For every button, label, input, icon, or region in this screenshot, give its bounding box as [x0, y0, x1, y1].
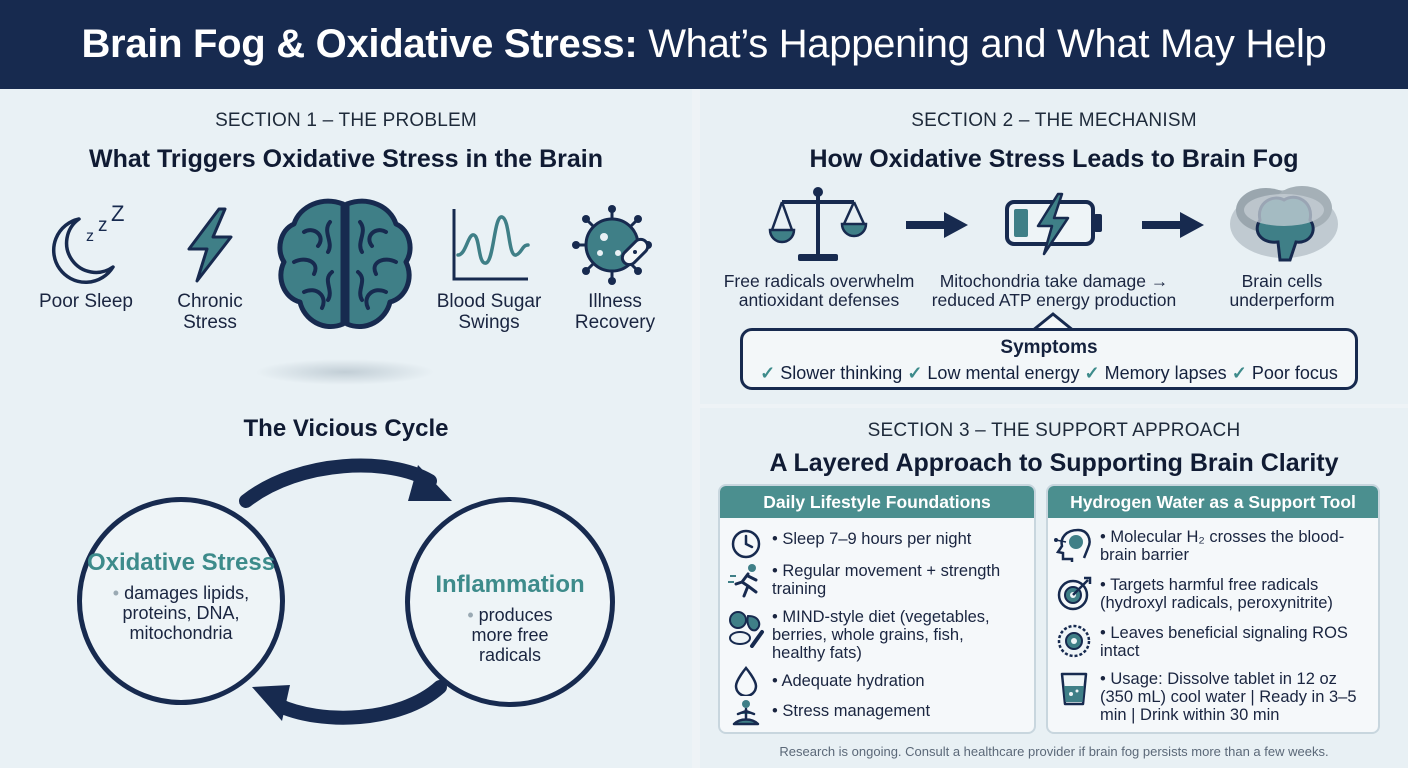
hydrogen-item-text: Leaves beneficial signaling ROS intact [1100, 624, 1348, 660]
trigger-label: Blood Sugar Swings [436, 291, 542, 333]
svg-text:z: z [86, 228, 94, 245]
symptom-item: Low mental energy [927, 363, 1080, 383]
cycle-oxidative-stress: Oxidative Stress • damages lipids, prote… [77, 497, 285, 705]
brain-icon [277, 198, 413, 329]
running-icon [728, 564, 758, 598]
arrow-right-icon [1142, 212, 1204, 238]
hydrogen-item-text: Molecular H₂ crosses the blood-brain bar… [1100, 528, 1345, 564]
lifestyle-item: • Sleep 7–9 hours per night [720, 528, 971, 560]
cycle-node-desc-wrap: • damages lipids, proteins, DNA, mitocho… [112, 583, 250, 643]
cycle-node-desc: damages lipids, proteins, DNA, mitochond… [122, 583, 250, 643]
lifestyle-item-text: Sleep 7–9 hours per night [782, 530, 972, 548]
food-icon [729, 611, 764, 648]
lifestyle-item-text: Adequate hydration [781, 672, 925, 690]
arrow-head-bottom [252, 685, 290, 721]
cell-icon [1057, 624, 1091, 658]
symptoms-list: ✓ Slower thinking ✓ Low mental energy ✓ … [743, 363, 1355, 384]
lifestyle-box-title: Daily Lifestyle Foundations [720, 486, 1034, 518]
trigger-chronic-stress: Chronic Stress [150, 205, 270, 333]
hydrogen-item-text: Targets harmful free radicals (hydroxyl … [1100, 576, 1333, 612]
cycle-node-title: Oxidative Stress [86, 549, 276, 576]
trigger-label: Chronic Stress [177, 291, 243, 333]
arrow-right-icon [906, 212, 968, 238]
brain-graphic [270, 192, 420, 347]
section-2-label: SECTION 2 – THE MECHANISM [911, 110, 1197, 131]
virus-bandage-icon [572, 205, 652, 285]
trigger-label: Poor Sleep [38, 291, 133, 312]
hydrogen-box: Hydrogen Water as a Support Tool • Molec… [1046, 484, 1380, 734]
section-3-label: SECTION 3 – THE SUPPORT APPROACH [867, 420, 1241, 441]
check-icon: ✓ [760, 363, 776, 383]
target-icon [1057, 576, 1092, 611]
page-title: Brain Fog & Oxidative Stress: What’s Hap… [81, 22, 1326, 67]
balance-scale-icon [768, 187, 868, 261]
page-title-rest: What’s Happening and What May Help [648, 22, 1327, 66]
section-2-title: How Oxidative Stress Leads to Brain Fog [809, 145, 1299, 173]
hydrogen-item: • Targets harmful free radicals (hydroxy… [1048, 576, 1366, 612]
hydrogen-box-title: Hydrogen Water as a Support Tool [1048, 486, 1378, 518]
section-1-label: SECTION 1 – THE PROBLEM [215, 110, 477, 131]
low-battery-icon [1005, 192, 1102, 256]
arrow-head-top [408, 465, 452, 501]
trigger-illness-recovery: Illness Recovery [555, 205, 675, 333]
cycle-inflammation: Inflammation • produces more free radica… [405, 497, 615, 707]
header-banner: Brain Fog & Oxidative Stress: What’s Hap… [0, 0, 1408, 89]
brain-shadow [255, 359, 435, 385]
line-graph-icon [452, 209, 530, 281]
cycle-arrows [239, 458, 452, 725]
lifestyle-item-text: Stress management [782, 702, 931, 720]
page-title-bold: Brain Fog & Oxidative Stress: [81, 22, 638, 66]
lifestyle-item: • Regular movement + strength training [720, 562, 1002, 598]
mechanism-step-2: Mitochondria take damage → reduced ATP e… [931, 271, 1177, 310]
lifestyle-item: • Stress management [720, 698, 930, 728]
section-1-panel: SECTION 1 – THE PROBLEM What Triggers Ox… [0, 89, 692, 768]
lifestyle-item: • MIND-style diet (vegetables, berries, … [720, 608, 1012, 662]
footer-disclaimer: Research is ongoing. Consult a healthcar… [779, 744, 1329, 759]
moon-zzz-icon: z z Z [51, 205, 124, 285]
water-drop-icon [734, 666, 758, 696]
cycle-node-title: Inflammation [435, 571, 585, 598]
meditation-icon [732, 700, 760, 726]
symptoms-box: Symptoms ✓ Slower thinking ✓ Low mental … [740, 328, 1358, 390]
foggy-brain-icon [1230, 186, 1338, 262]
head-molecule-icon [1054, 528, 1091, 562]
glass-icon [1060, 672, 1088, 706]
cycle-node-desc-wrap: • produces more free radicals [467, 605, 553, 665]
hydrogen-item: • Leaves beneficial signaling ROS intact [1048, 624, 1360, 660]
check-icon: ✓ [1084, 363, 1100, 383]
lifestyle-box: Daily Lifestyle Foundations • Sleep 7–9 … [718, 484, 1036, 734]
symptom-item: Memory lapses [1104, 363, 1227, 383]
mechanism-step-1: Free radicals overwhelm antioxidant defe… [723, 271, 915, 310]
trigger-label: Illness Recovery [574, 291, 656, 333]
lifestyle-item-text: MIND-style diet (vegetables, berries, wh… [772, 608, 990, 662]
hydrogen-item: • Molecular H₂ crosses the blood-brain b… [1048, 528, 1360, 564]
lightning-icon [187, 207, 233, 283]
symptom-item: Poor focus [1251, 363, 1338, 383]
mechanism-step-3: Brain cells underperform [1229, 271, 1335, 310]
check-icon: ✓ [1231, 363, 1247, 383]
hydrogen-item: • Usage: Dissolve tablet in 12 oz (350 m… [1048, 670, 1362, 724]
cycle-title: The Vicious Cycle [243, 415, 449, 442]
clock-icon [731, 529, 761, 559]
cycle-node-desc: produces more free radicals [471, 605, 553, 665]
trigger-poor-sleep: z z Z Poor Sleep [26, 205, 146, 312]
symptoms-title: Symptoms [1000, 337, 1098, 358]
section-1-title: What Triggers Oxidative Stress in the Br… [88, 145, 604, 173]
lifestyle-item-text: Regular movement + strength training [772, 562, 1001, 598]
svg-text:Z: Z [111, 205, 124, 226]
hydrogen-item-text: Usage: Dissolve tablet in 12 oz (350 mL)… [1100, 670, 1357, 724]
svg-text:z: z [98, 215, 108, 236]
trigger-blood-sugar: Blood Sugar Swings [429, 205, 549, 333]
symptom-item: Slower thinking [780, 363, 903, 383]
lifestyle-item: • Adequate hydration [720, 666, 925, 696]
check-icon: ✓ [907, 363, 923, 383]
section-3-title: A Layered Approach to Supporting Brain C… [769, 449, 1339, 477]
